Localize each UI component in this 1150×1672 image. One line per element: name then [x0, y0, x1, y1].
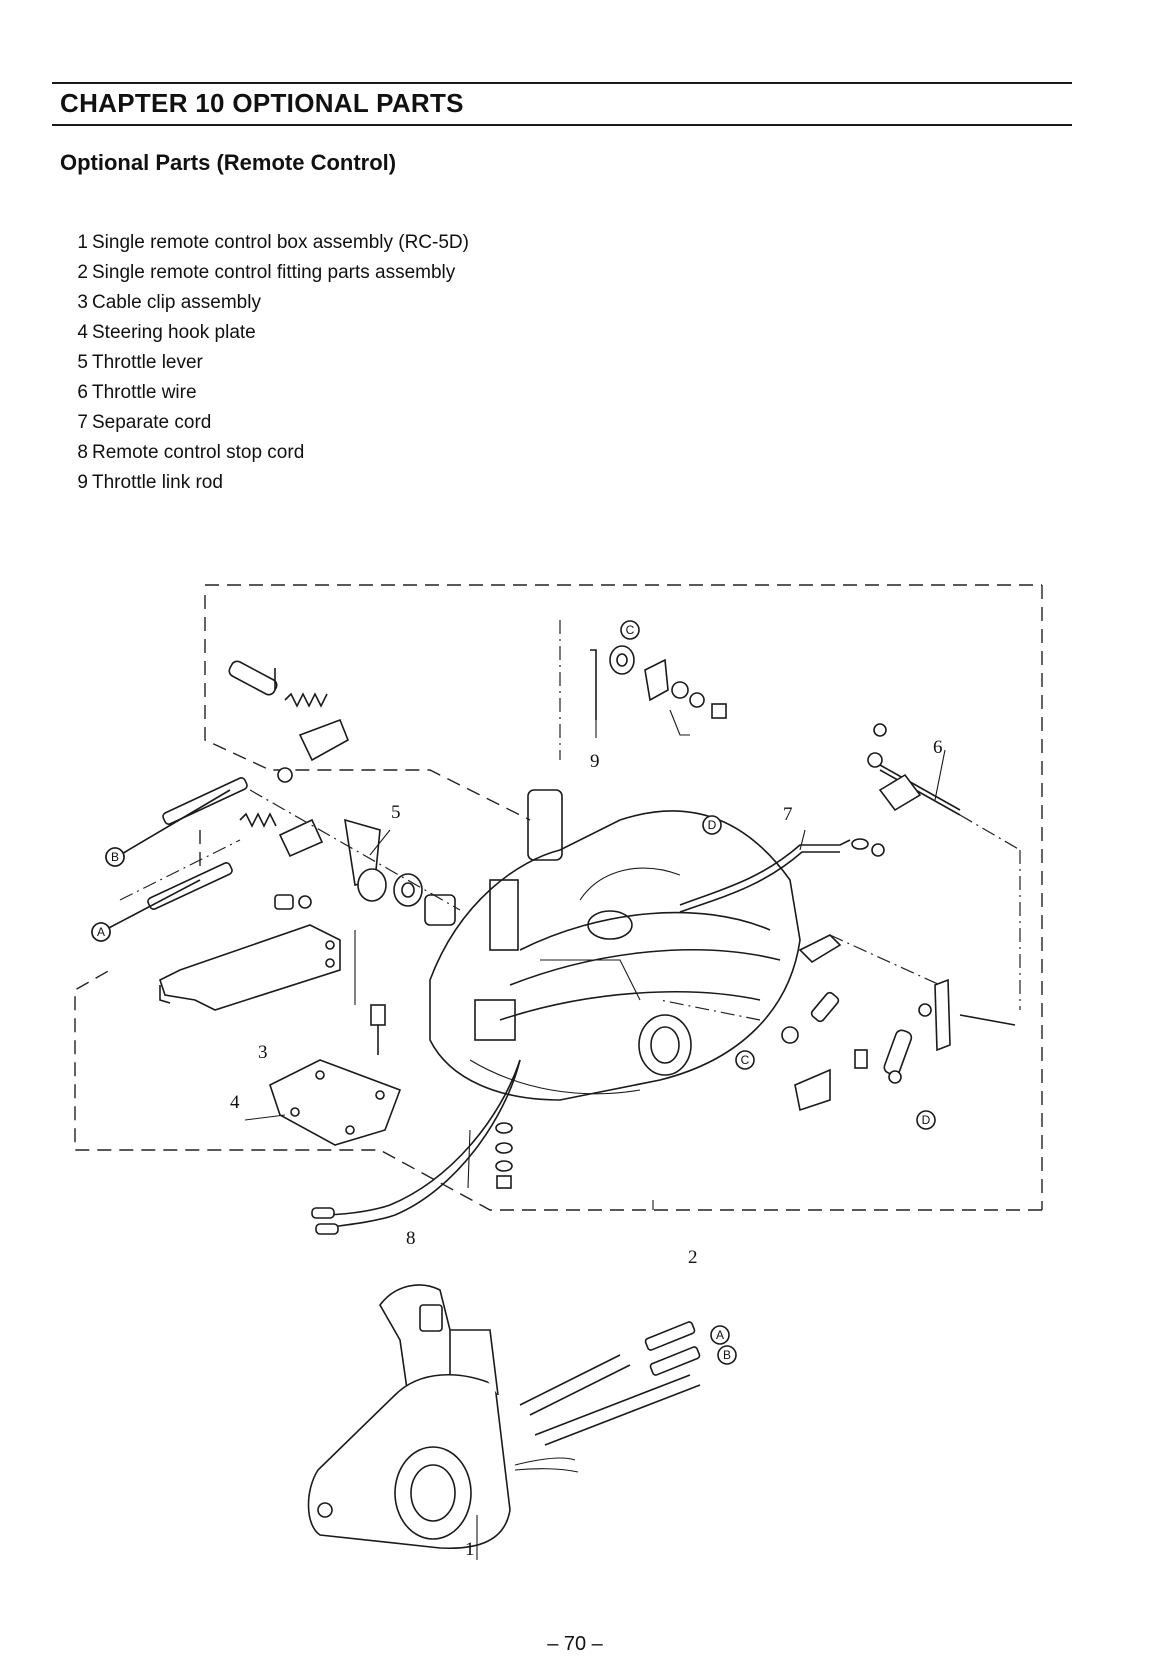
- cable-clip-assembly: [159, 894, 341, 1011]
- circled-letter-b: B: [111, 850, 119, 864]
- throttle-link-rod: [559, 620, 727, 760]
- remote-control-box: [307, 1284, 701, 1550]
- circled-letter-a: A: [716, 1328, 724, 1342]
- callout-7: 7: [783, 804, 793, 825]
- circled-letter-b: B: [723, 1348, 731, 1362]
- circled-letter-a: A: [97, 925, 105, 939]
- right-linkage-parts: [659, 934, 1016, 1112]
- assembly-boundary: [74, 584, 1043, 1211]
- circled-letter-c: C: [626, 623, 635, 637]
- header-bottom-rule: [52, 124, 1072, 126]
- circled-letter-d: D: [922, 1113, 931, 1127]
- callout-leaders: [244, 720, 946, 1560]
- circled-letter-c: C: [741, 1053, 750, 1067]
- callout-9: 9: [590, 751, 600, 772]
- callout-4: 4: [230, 1092, 240, 1113]
- circled-letter-d: D: [708, 818, 717, 832]
- section-title: Optional Parts (Remote Control): [60, 150, 397, 175]
- separate-cord: [679, 838, 869, 913]
- callout-1: 1: [465, 1539, 475, 1560]
- callout-2: 2: [688, 1247, 698, 1268]
- steering-hook-plate: [269, 1004, 402, 1146]
- callout-8: 8: [406, 1228, 416, 1249]
- page-number: – 70 –: [547, 1633, 603, 1655]
- throttle-wire: [867, 723, 1021, 1010]
- remote-control-stop-cord: [311, 1059, 521, 1235]
- callout-6: 6: [933, 737, 943, 758]
- header-top-rule: [52, 82, 1072, 84]
- circled-letter-markers: A B C D C D A B: [91, 620, 936, 1365]
- chapter-title: CHAPTER 10 OPTIONAL PARTS: [60, 88, 464, 118]
- throttle-lever-assembly: [119, 660, 461, 926]
- numeric-callouts: 1 2 3 4 5 6 7 8 9: [230, 737, 943, 1560]
- callout-3: 3: [258, 1042, 268, 1063]
- callout-5: 5: [391, 802, 401, 823]
- outboard-motor-body: [429, 789, 801, 1101]
